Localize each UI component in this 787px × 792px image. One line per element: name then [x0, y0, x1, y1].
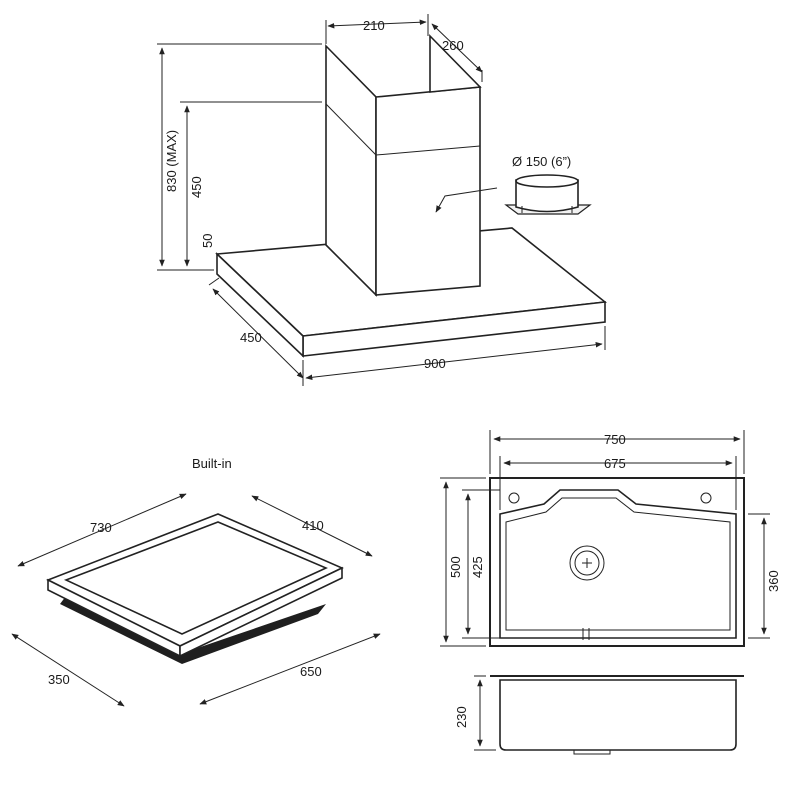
dim-line-chimney-width: [327, 19, 427, 29]
dim-line-hob-top-depth: [251, 495, 373, 557]
dim-chimney-depth: 260: [442, 38, 464, 53]
sink-drawing: 750 675 500 425 360 230: [440, 430, 781, 755]
drain-inner: [574, 550, 600, 576]
sink-outer-outline: [489, 477, 745, 647]
sink-side-bowl: [499, 679, 737, 751]
dim-chimney-height: 450: [189, 176, 204, 198]
dim-hob-top-depth: 410: [302, 518, 324, 533]
dim-line-hood-width: [305, 341, 603, 381]
dim-hood-depth: 450: [240, 330, 262, 345]
dim-sink-inner-width: 675: [604, 456, 626, 471]
duct-collar: [504, 174, 592, 215]
dim-sink-inner-depth: 425: [470, 556, 485, 578]
tap-hole-left: [508, 492, 520, 504]
duct-diameter-label: Ø 150 (6”): [512, 154, 571, 169]
hood-chimney-front: [375, 86, 481, 296]
sink-bowl-inner: [505, 497, 731, 631]
dim-sink-height: 230: [454, 706, 469, 728]
dim-hood-width: 900: [424, 356, 446, 371]
sink-side-drain: [573, 749, 611, 755]
dim-canopy-thickness: 50: [200, 234, 215, 248]
chimney-joint-side: [325, 103, 377, 156]
dim-sink-outer-width: 750: [604, 432, 626, 447]
dim-total-height: 830 (MAX): [164, 130, 179, 192]
chimney-joint-front: [375, 145, 481, 156]
dim-hob-cutout-depth: 350: [48, 672, 70, 687]
dim-line-hob-top-width: [17, 493, 187, 567]
dim-sink-bowl-depth: 360: [766, 570, 781, 592]
drain-outer: [569, 545, 605, 581]
dim-sink-outer-depth: 500: [448, 556, 463, 578]
built-in-hob-drawing: Built-in 730 410 350 650: [11, 456, 381, 707]
dim-hob-top-width: 730: [90, 520, 112, 535]
dim-chimney-width: 210: [363, 18, 385, 33]
dim-line-hood-depth: [212, 288, 304, 379]
hob-title: Built-in: [192, 456, 232, 471]
dim-line-hob-cutout-depth: [11, 633, 125, 707]
duct-pointer-arrow: [435, 187, 498, 213]
sink-bowl: [499, 489, 737, 639]
dim-hob-cutout-width: 650: [300, 664, 322, 679]
dim-line-hob-cutout-width: [199, 633, 381, 705]
range-hood-drawing: Ø 150 (6”) 210 260 830 (MAX) 450 50 450 …: [157, 14, 608, 386]
dim-line-chimney-depth: [431, 23, 483, 73]
tap-hole-right: [700, 492, 712, 504]
